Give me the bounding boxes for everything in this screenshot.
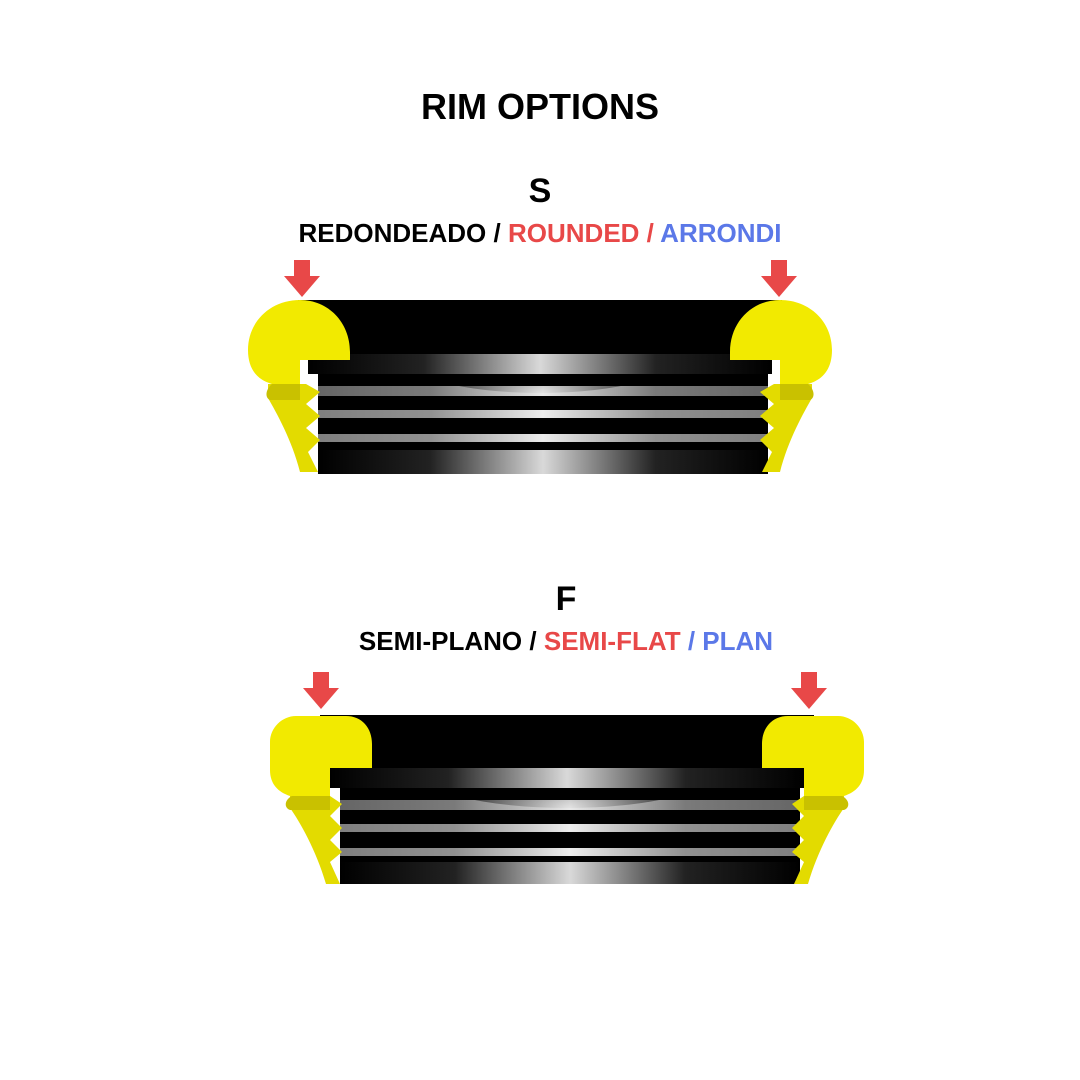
thread-band xyxy=(318,442,768,450)
option-s-label-fr: ARRONDI xyxy=(660,218,782,248)
option-f-rim-diagram xyxy=(270,672,864,884)
rim-left xyxy=(270,716,372,884)
thread-band xyxy=(340,800,800,810)
option-f-label-es: SEMI-PLANO xyxy=(358,626,523,656)
option-s-label-es: REDONDEADO xyxy=(298,218,487,248)
option-s-rim-diagram xyxy=(248,260,832,474)
thread-band xyxy=(340,832,800,848)
option-f-separator-2: / xyxy=(687,626,696,656)
thread-band xyxy=(318,418,768,434)
arrow-down-icon xyxy=(791,672,827,709)
thread-band xyxy=(318,410,768,418)
thread-band xyxy=(340,788,800,800)
thread-band xyxy=(318,450,768,474)
thread-band xyxy=(340,810,800,824)
thread-band xyxy=(318,396,768,410)
option-f-code: F xyxy=(555,580,577,618)
page-title: RIM OPTIONS xyxy=(420,86,659,127)
thread-band xyxy=(318,374,768,386)
option-s-separator-1: / xyxy=(493,218,501,248)
option-f-label-fr: PLAN xyxy=(702,626,774,656)
thread-band xyxy=(318,386,768,396)
thread-band xyxy=(340,856,800,862)
thread-band xyxy=(318,434,768,442)
rim-right xyxy=(762,716,864,884)
arrow-down-icon xyxy=(761,260,797,297)
option-f-label-en: SEMI-FLAT xyxy=(543,626,681,656)
arrow-down-icon xyxy=(303,672,339,709)
thread-band xyxy=(340,824,800,832)
thread-band xyxy=(340,848,800,856)
option-s-separator-2: / xyxy=(646,218,654,248)
option-s-code: S xyxy=(528,172,552,210)
option-s-subtitle: REDONDEADO / ROUNDED / ARRONDI xyxy=(0,218,1080,249)
rim-right xyxy=(730,300,832,472)
option-f-separator-1: / xyxy=(529,626,537,656)
arrow-down-icon xyxy=(284,260,320,297)
thread-band xyxy=(330,768,804,788)
thread-band xyxy=(340,862,800,884)
option-s-label-en: ROUNDED xyxy=(507,218,640,248)
rim-left xyxy=(248,300,350,472)
thread-band xyxy=(308,354,772,374)
option-f-subtitle: SEMI-PLANO / SEMI-FLAT / PLAN xyxy=(26,626,1080,657)
